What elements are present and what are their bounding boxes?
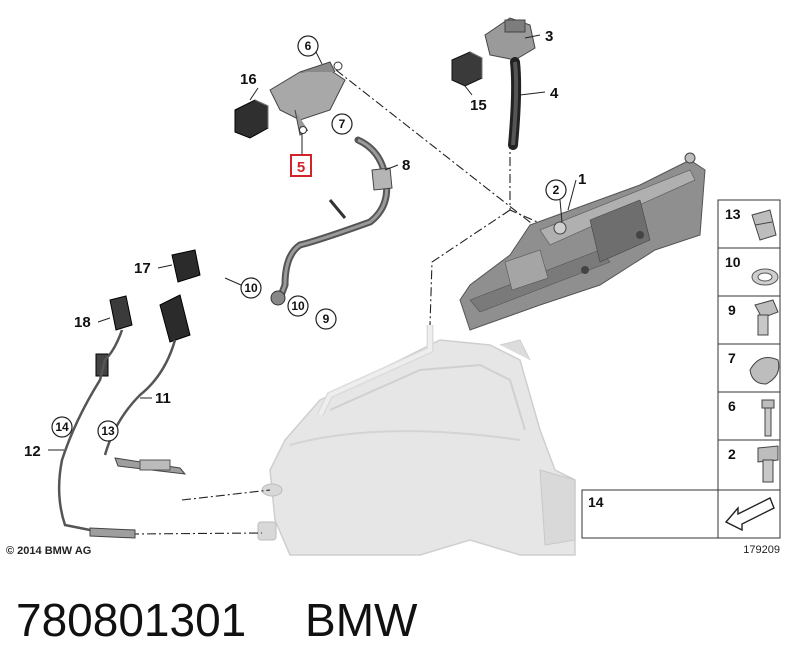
svg-text:7: 7 (728, 350, 736, 366)
callouts: 3 4 15 16 1 8 17 18 11 12 6 7 2 10 10 9 (24, 28, 586, 460)
svg-text:14: 14 (588, 494, 604, 510)
bracket-assembly (459, 152, 706, 331)
caption-line: 780801301 BMW (16, 585, 417, 655)
svg-text:7: 7 (339, 117, 346, 131)
svg-text:2: 2 (553, 183, 560, 197)
svg-text:15: 15 (470, 97, 487, 114)
svg-text:13: 13 (725, 206, 741, 222)
pressure-sensor-top (451, 17, 536, 150)
svg-text:9: 9 (728, 302, 736, 318)
svg-text:8: 8 (402, 157, 410, 174)
svg-text:11: 11 (155, 390, 171, 407)
exhaust-sensors (57, 249, 201, 539)
svg-text:17: 17 (134, 260, 151, 277)
svg-text:5: 5 (297, 159, 305, 176)
diagram-number: 179209 (743, 544, 780, 556)
svg-text:10: 10 (725, 254, 741, 270)
svg-text:10: 10 (291, 299, 305, 313)
svg-text:10: 10 (244, 281, 258, 295)
svg-text:4: 4 (550, 85, 559, 102)
svg-text:9: 9 (323, 312, 330, 326)
svg-text:2: 2 (728, 446, 736, 462)
svg-text:6: 6 (305, 39, 312, 53)
copyright: © 2014 BMW AG (6, 545, 91, 557)
pressure-converter (234, 61, 346, 139)
brand-name: BMW (305, 594, 418, 646)
svg-text:3: 3 (545, 28, 553, 45)
part-number: 780801301 (16, 594, 247, 646)
svg-text:6: 6 (728, 398, 736, 414)
pressure-pipe (270, 136, 393, 306)
parts-diagram: 3 4 15 16 1 8 17 18 11 12 6 7 2 10 10 9 (6, 17, 781, 557)
svg-text:18: 18 (74, 314, 91, 331)
svg-text:12: 12 (24, 443, 41, 460)
svg-text:1: 1 (578, 171, 586, 188)
legend-panel: 13 10 9 7 6 2 14 (581, 199, 781, 539)
svg-text:13: 13 (101, 424, 115, 438)
catalytic-converter (257, 325, 576, 556)
svg-text:16: 16 (240, 71, 257, 88)
svg-text:14: 14 (55, 420, 69, 434)
